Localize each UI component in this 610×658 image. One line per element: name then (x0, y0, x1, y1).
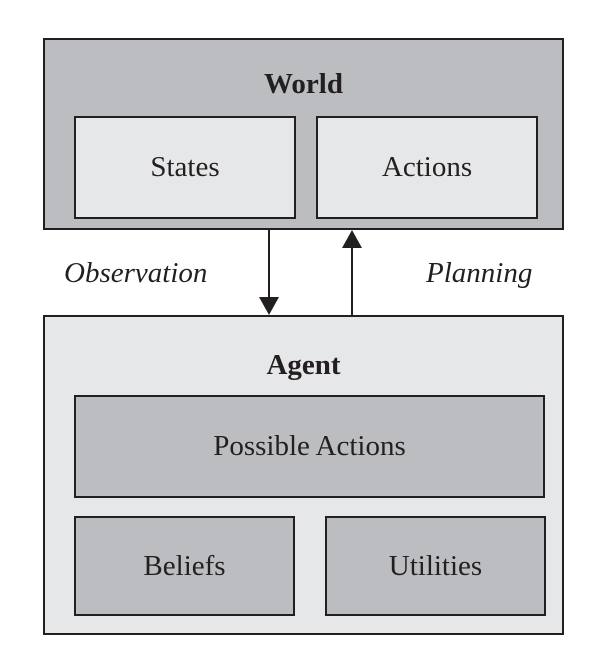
beliefs-box: Beliefs (74, 516, 295, 616)
agent-title: Agent (266, 349, 341, 381)
possible-actions-box: Possible Actions (74, 395, 545, 498)
world-title: World (264, 68, 343, 100)
actions-label: Actions (381, 151, 473, 183)
utilities-label: Utilities (388, 549, 483, 582)
planning-label: Planning (426, 257, 533, 289)
states-label: States (150, 151, 220, 183)
possible-actions-label: Possible Actions (213, 430, 406, 462)
utilities-box: Utilities (325, 516, 546, 616)
observation-label: Observation (64, 257, 208, 289)
beliefs-label: Beliefs (143, 549, 226, 582)
planning-arrowhead (342, 230, 362, 248)
states-box: States (74, 116, 296, 219)
actions-box: Actions (316, 116, 538, 219)
observation-arrowhead (259, 297, 279, 315)
